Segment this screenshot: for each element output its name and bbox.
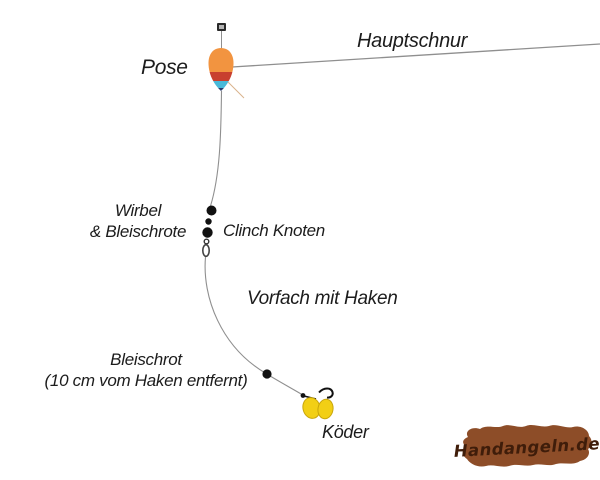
lead-shot-icon	[205, 218, 212, 225]
leader-lead-shot-icon	[262, 369, 272, 379]
label-koeder: Köder	[322, 422, 369, 442]
label-wirbel-line1: Wirbel	[114, 201, 162, 220]
lead-shot-icon	[202, 227, 213, 238]
pose-float-icon	[208, 48, 245, 99]
line-stopper-highlight	[219, 25, 224, 29]
main-line	[231, 43, 600, 68]
hook-icon	[318, 387, 334, 399]
float-orange-band	[208, 48, 234, 72]
label-hauptschnur: Hauptschnur	[357, 30, 468, 52]
corn-bait-icon	[302, 397, 334, 420]
site-logo[interactable]: Handangeln.de	[453, 425, 600, 467]
label-bleischrot-line1: Bleischrot	[110, 350, 182, 369]
label-bleischrot: Bleischrot (10 cm vom Haken entfernt)	[22, 349, 270, 391]
label-wirbel-line2: & Bleischrote	[89, 222, 187, 241]
line-below-float	[209, 90, 223, 207]
label-vorfach: Vorfach mit Haken	[247, 288, 398, 309]
float-tip	[208, 88, 234, 91]
label-pose: Pose	[141, 56, 188, 79]
label-clinch-knoten: Clinch Knoten	[223, 221, 325, 240]
logo-blob	[462, 425, 592, 467]
leader-line	[204, 256, 303, 395]
float-red-band	[208, 72, 234, 81]
label-wirbel-bleischrote: Wirbel & Bleischrote	[76, 200, 200, 242]
float-cyan-band	[208, 81, 234, 88]
swivel-icon	[202, 238, 211, 258]
float-highlight-line	[227, 81, 245, 99]
label-bleischrot-line2: (10 cm vom Haken entfernt)	[44, 371, 248, 390]
lead-shot-icon	[206, 205, 217, 216]
